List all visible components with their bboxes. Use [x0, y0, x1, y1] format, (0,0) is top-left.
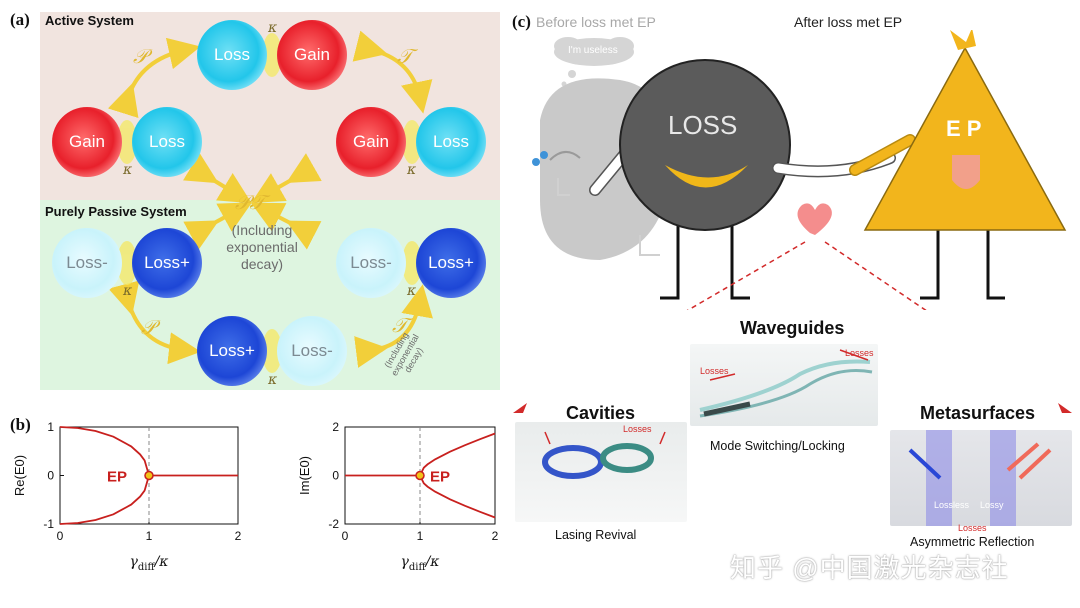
cavity-rings: [542, 431, 666, 479]
passive-lossplus-left: Loss+: [132, 228, 202, 298]
waveguides-title: Waveguides: [740, 318, 845, 338]
x-tick-label: 2: [235, 529, 242, 543]
ep-point: [144, 470, 154, 481]
ep-label: EP: [430, 469, 450, 486]
active-gain-top: Gain: [277, 20, 347, 90]
tear-icon: [532, 158, 540, 166]
y-axis-label: Re(E0): [12, 455, 27, 496]
eigen-curve: [59, 475, 150, 525]
losses-label: Losses: [845, 348, 874, 358]
lossy-label: Lossy: [980, 500, 1004, 510]
y-tick-label: 0: [332, 469, 339, 483]
dashed-arrowheads: [513, 403, 1072, 413]
active-loss-top: Loss: [197, 20, 267, 90]
lossless-label: Lossless: [934, 500, 970, 510]
x-axis-label: γdiff/κ: [130, 554, 169, 573]
active-gain-right: Gain: [336, 107, 406, 177]
metasurfaces-image: Lossless Lossy: [890, 430, 1072, 526]
x-tick-label: 2: [492, 529, 499, 543]
kappa-label: κ: [123, 162, 133, 178]
metasurfaces-title: Metasurfaces: [920, 403, 1036, 423]
tongue-icon: [952, 155, 980, 189]
kappa-label: κ: [407, 162, 417, 178]
active-loss-right: Loss: [416, 107, 486, 177]
watermark: 知乎 @中国激光杂志社: [730, 553, 1009, 583]
y-tick-label: -2: [328, 517, 339, 531]
losses-label: Losses: [958, 523, 987, 533]
kappa-label: κ: [407, 283, 417, 299]
tear-icon: [540, 151, 548, 159]
kappa-label: κ: [268, 372, 278, 388]
passive-lossplus-bottom: Loss+: [197, 316, 267, 386]
loss-char-label: LOSS: [668, 110, 738, 140]
eigen-curve: [345, 432, 496, 477]
p-symbol: 𝒫: [133, 44, 148, 68]
t-symbol: 𝒯: [397, 44, 413, 68]
cavities-title: Cavities: [566, 403, 636, 423]
x-axis-label: γdiff/κ: [401, 554, 440, 573]
pt-note: (Including exponential decay): [226, 222, 298, 272]
losses-label: Losses: [623, 424, 652, 434]
y-tick-label: 2: [332, 420, 339, 434]
x-tick-label: 1: [417, 529, 424, 543]
cavities-image: Losses: [515, 422, 687, 522]
passive-system-title: Purely Passive System: [45, 204, 187, 219]
passive-lossminus-bottom: Loss-: [277, 316, 347, 386]
passive-lossminus-right: Loss-: [336, 228, 406, 298]
waveguides-image: Losses Losses: [690, 344, 878, 426]
ep-point: [415, 470, 425, 481]
panel-c-label: (c): [512, 12, 531, 31]
passive-lossplus-right: Loss+: [416, 228, 486, 298]
x-tick-label: 0: [57, 529, 64, 543]
eigen-curve: [59, 426, 238, 477]
p-symbol: 𝒫: [141, 315, 156, 339]
y-tick-label: 1: [47, 420, 54, 434]
waveguide-drawing: [699, 349, 873, 418]
y-tick-label: 0: [47, 469, 54, 483]
ep-label: EP: [107, 469, 127, 486]
ep-char-label: E P: [946, 116, 982, 141]
kappa-label: κ: [268, 20, 278, 36]
smile-icon: [665, 165, 748, 188]
cavities-caption: Lasing Revival: [555, 528, 637, 542]
t-symbol: 𝒯: [392, 313, 408, 337]
panel-b-label: (b): [10, 415, 31, 434]
x-tick-label: 1: [146, 529, 153, 543]
y-tick-label: -1: [43, 517, 54, 531]
metasurfaces-caption: Asymmetric Reflection: [910, 535, 1035, 549]
x-tick-label: 0: [342, 529, 349, 543]
eigen-curve: [419, 475, 496, 519]
panel-a-arrows: [107, 30, 433, 373]
active-loss-left: Loss: [132, 107, 202, 177]
y-axis-label: Im(E0): [297, 456, 312, 495]
ep-character: [863, 46, 1067, 231]
heart-icon: [797, 203, 832, 235]
active-gain-left: Gain: [52, 107, 122, 177]
cartoon: [532, 30, 1067, 310]
losses-label: Losses: [700, 366, 729, 376]
pt-symbol: 𝒫𝒯: [235, 190, 265, 214]
after-title: After loss met EP: [794, 14, 903, 30]
panel-a-label: (a): [10, 10, 30, 29]
active-system-title: Active System: [45, 13, 134, 28]
panel-a: (a) Active System Purely Passive System: [0, 0, 505, 395]
kappa-label: κ: [123, 283, 133, 299]
thought-bubble: [554, 37, 634, 87]
waveguides-caption: Mode Switching/Locking: [710, 439, 845, 453]
bubble-text: I'm useless: [568, 45, 618, 56]
passive-lossminus-left: Loss-: [52, 228, 122, 298]
loss-character: [619, 59, 791, 231]
metasurface-drawing: [908, 430, 1052, 526]
before-title: Before loss met EP: [536, 14, 656, 30]
